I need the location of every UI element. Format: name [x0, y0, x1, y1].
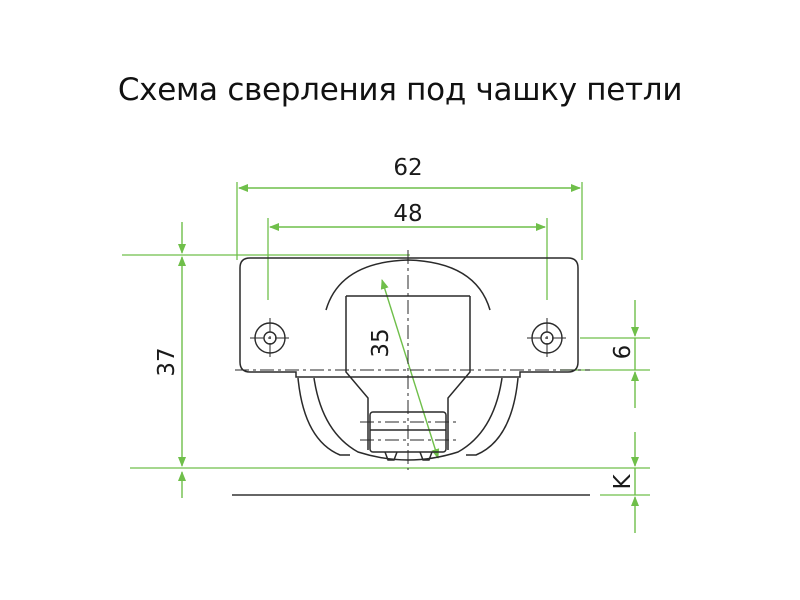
dim-label-35: 35: [368, 328, 394, 357]
hinge-outline: [232, 257, 590, 496]
dim-label-62: 62: [393, 155, 422, 181]
dim-35-line: [380, 279, 440, 459]
dimension-lines: [178, 184, 639, 533]
diagram-title: Схема сверления под чашку петли: [117, 72, 683, 108]
dim-label-37: 37: [154, 347, 180, 376]
dim-label-k: K: [610, 474, 636, 490]
center-lines: [235, 250, 590, 470]
dim-label-48: 48: [393, 201, 422, 227]
dim-label-6: 6: [610, 345, 636, 360]
